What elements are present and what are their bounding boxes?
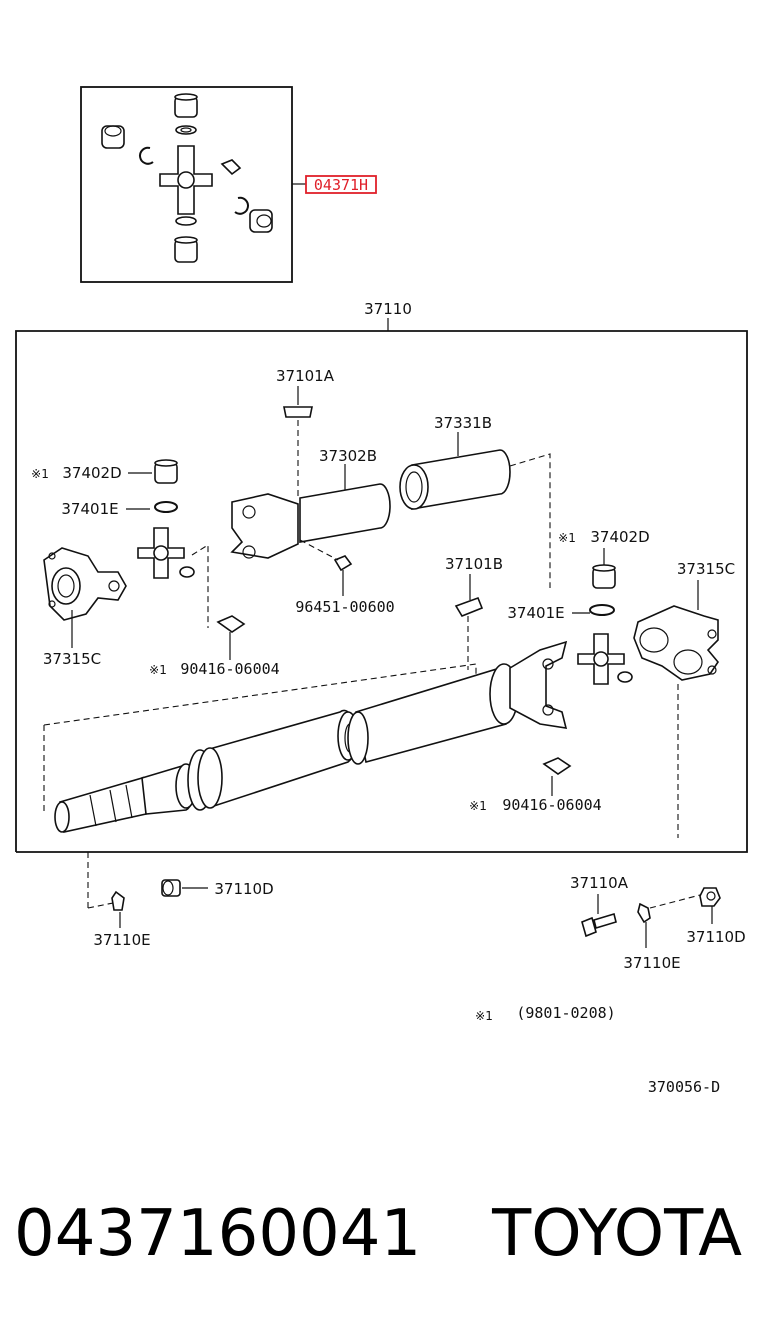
label-37315C-right[interactable]: 37315C [677,560,735,578]
footnote-date-range: (9801-0208) [516,1004,615,1022]
label-37110A[interactable]: 37110A [570,874,629,892]
label-37110D-left[interactable]: 37110D [214,880,273,898]
label-37110E-right[interactable]: 37110E [623,954,680,972]
assembly-frame [15,330,748,853]
label-37101B[interactable]: 37101B [445,555,503,573]
callout-part-04371H[interactable]: 04371H [314,176,368,194]
label-37110D-right[interactable]: 37110D [686,928,745,946]
brand-name: TOYOTA [491,1197,742,1271]
inset-universal-joint-kit [80,86,306,283]
mark-90416-left: ※1 [149,663,167,677]
callout-highlight-box [305,175,377,194]
mark-90416-right: ※1 [469,799,487,813]
label-37401E-left[interactable]: 37401E [61,500,118,518]
label-37401E-right[interactable]: 37401E [507,604,564,622]
label-37110E-left[interactable]: 37110E [93,931,150,949]
label-96451-00600[interactable]: 96451-00600 [295,598,394,616]
label-90416-06004-left[interactable]: 90416-06004 [180,660,279,678]
label-37315C-left[interactable]: 37315C [43,650,101,668]
mark-note: ※1 [475,1009,493,1023]
label-37302B[interactable]: 37302B [319,447,377,465]
propeller-shaft [43,640,568,833]
mark-37402D-right: ※1 [558,531,576,545]
mark-37402D-left: ※1 [31,467,49,481]
label-90416-06004-right[interactable]: 90416-06004 [502,796,601,814]
label-37402D-left[interactable]: 37402D [62,464,121,482]
label-37101A[interactable]: 37101A [276,367,335,385]
part-number: 0437160041 [14,1197,421,1271]
assembly-label-37110[interactable]: 37110 [364,300,412,318]
label-37331B[interactable]: 37331B [434,414,492,432]
label-37402D-right[interactable]: 37402D [590,528,649,546]
diagram-code: 370056-D [648,1078,720,1096]
